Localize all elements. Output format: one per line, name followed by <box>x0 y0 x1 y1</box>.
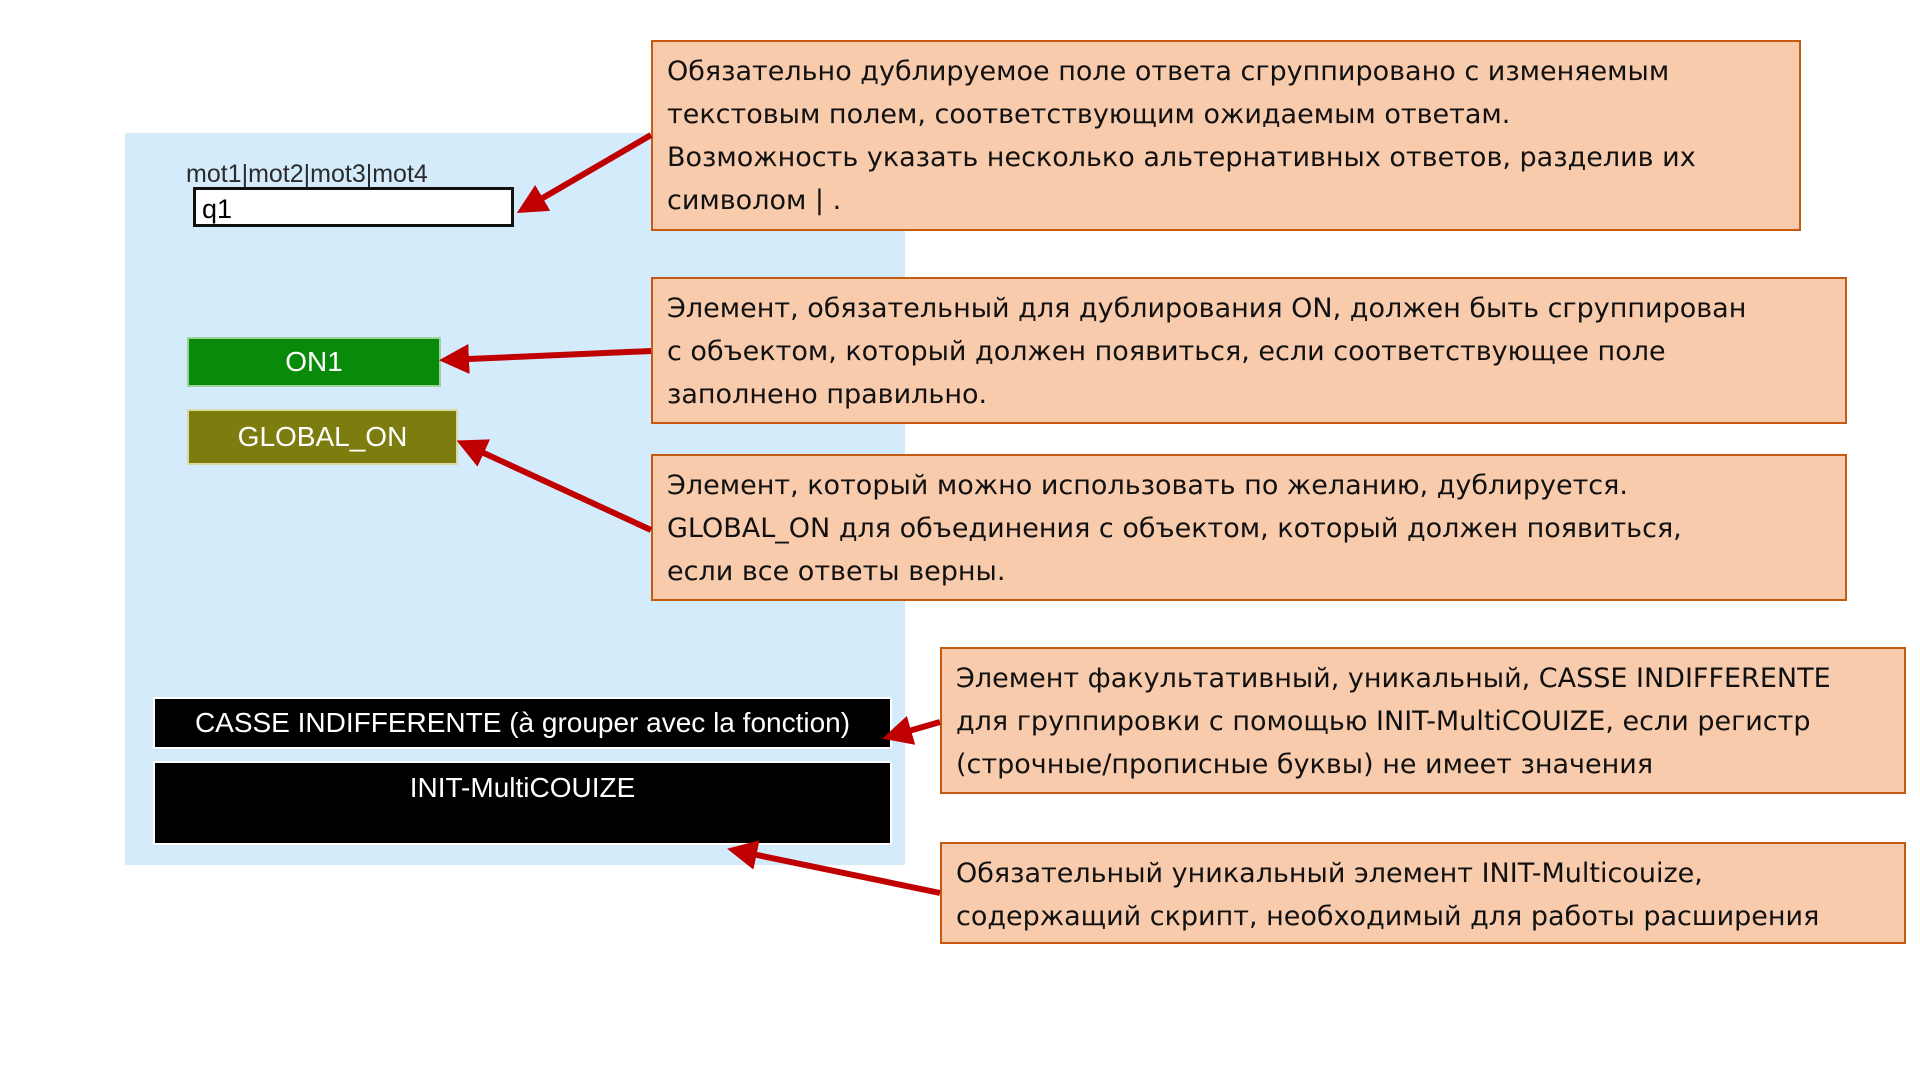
note-line: символом | . <box>667 185 842 216</box>
note-line: для группировки с помощью INIT-MultiCOUI… <box>956 706 1811 737</box>
init-multicouize-button[interactable]: INIT-MultiCOUIZE <box>153 761 892 845</box>
note-line: Элемент, который можно использовать по ж… <box>667 470 1628 501</box>
note-on-element: Элемент, обязательный для дублирования O… <box>651 277 1847 424</box>
note-global-on: Элемент, который можно использовать по ж… <box>651 454 1847 601</box>
note-line: с объектом, который должен появиться, ес… <box>667 336 1666 367</box>
answer-text-field[interactable]: q1 <box>193 187 514 227</box>
casse-indifferente-button[interactable]: CASSE INDIFFERENTE (à grouper avec la fo… <box>153 697 892 749</box>
note-line: GLOBAL_ON для объединения с объектом, ко… <box>667 513 1682 544</box>
note-line: Элемент, обязательный для дублирования O… <box>667 293 1747 324</box>
answer-field-label: mot1|mot2|mot3|mot4 <box>186 160 428 188</box>
global-on-button[interactable]: GLOBAL_ON <box>187 409 458 465</box>
note-line: содержащий скрипт, необходимый для работ… <box>956 901 1820 932</box>
note-answer-field: Обязательно дублируемое поле ответа сгру… <box>651 40 1801 231</box>
note-line: Элемент факультативный, уникальный, CASS… <box>956 663 1831 694</box>
note-line: текстовым полем, соответствующим ожидаем… <box>667 99 1511 130</box>
note-line: (строчные/прописные буквы) не имеет знач… <box>956 749 1654 780</box>
note-casse-indifferente: Элемент факультативный, уникальный, CASS… <box>940 647 1906 794</box>
note-init-multicouize: Обязательный уникальный элемент INIT-Mul… <box>940 842 1906 944</box>
note-line: Возможность указать несколько альтернати… <box>667 142 1696 173</box>
note-line: Обязательный уникальный элемент INIT-Mul… <box>956 858 1703 889</box>
note-line: заполнено правильно. <box>667 379 988 410</box>
note-line: Обязательно дублируемое поле ответа сгру… <box>667 56 1670 87</box>
on1-button[interactable]: ON1 <box>187 337 441 387</box>
note-line: если все ответы верны. <box>667 556 1006 587</box>
